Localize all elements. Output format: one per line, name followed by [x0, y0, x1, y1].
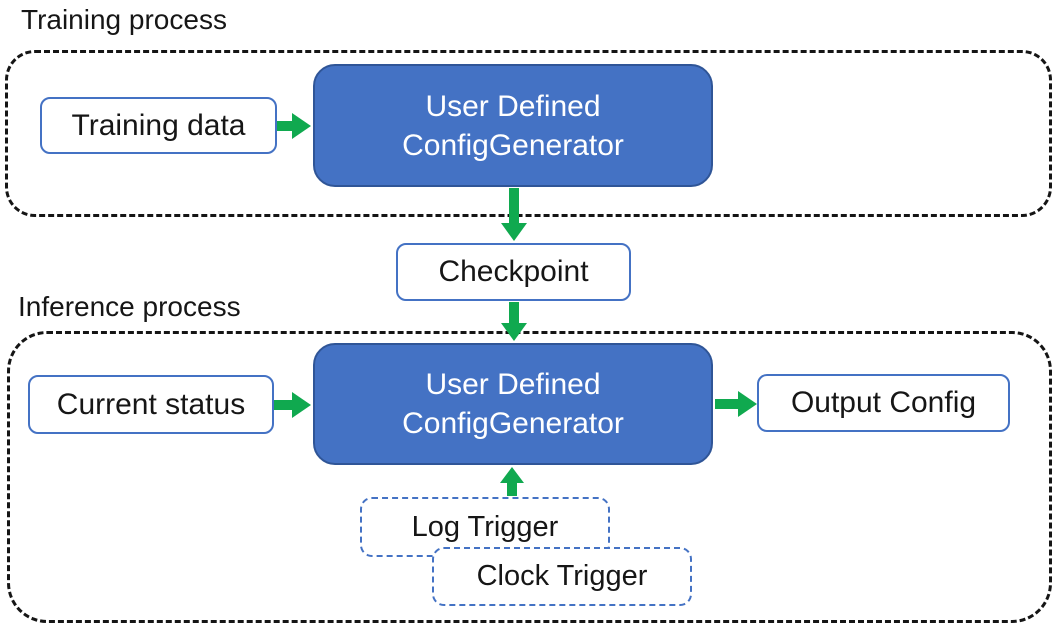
- arrow-stem: [715, 399, 738, 409]
- generator-line1: User Defined: [425, 89, 601, 123]
- arrow-training-data-to-generator: [277, 113, 311, 139]
- arrow-stem: [507, 483, 517, 496]
- arrow-head-up-icon: [500, 467, 524, 483]
- arrow-generator-to-output: [715, 391, 757, 417]
- output-config-box: Output Config: [757, 374, 1010, 432]
- arrow-stem: [277, 121, 292, 131]
- arrow-checkpoint-to-generator: [501, 302, 527, 341]
- arrow-head-right-icon: [738, 391, 757, 417]
- generator-line1: User Defined: [425, 368, 601, 401]
- arrow-generator-to-checkpoint: [501, 188, 527, 241]
- arrow-stem: [509, 188, 519, 223]
- arrow-current-status-to-generator: [274, 392, 311, 418]
- clock-trigger-box: Clock Trigger: [432, 547, 692, 606]
- log-trigger-label: Log Trigger: [411, 510, 559, 543]
- training-process-label: Training process: [21, 4, 227, 35]
- checkpoint-label: Checkpoint: [438, 255, 589, 288]
- arrow-stem: [274, 400, 292, 410]
- arrow-head-right-icon: [292, 113, 311, 139]
- training-data-label: Training data: [71, 108, 246, 142]
- current-status-label: Current status: [56, 387, 246, 421]
- generator-line2: ConfigGenerator: [402, 407, 624, 440]
- training-process-region: [5, 50, 1052, 217]
- arrow-head-right-icon: [292, 392, 311, 418]
- clock-trigger-label: Clock Trigger: [476, 560, 648, 592]
- checkpoint-box: Checkpoint: [396, 243, 631, 301]
- generator-line2: ConfigGenerator: [402, 128, 624, 162]
- inference-process-label: Inference process: [18, 291, 241, 322]
- arrow-triggers-to-generator: [500, 467, 524, 496]
- arrow-stem: [509, 302, 519, 323]
- current-status-box: Current status: [28, 375, 274, 434]
- inference-config-generator-box: User Defined ConfigGenerator: [313, 343, 713, 465]
- arrow-head-down-icon: [501, 223, 527, 241]
- training-data-box: Training data: [40, 97, 277, 154]
- inference-process-region: [7, 331, 1052, 623]
- arrow-head-down-icon: [501, 323, 527, 341]
- training-config-generator-box: User Defined ConfigGenerator: [313, 64, 713, 187]
- output-config-label: Output Config: [790, 386, 977, 419]
